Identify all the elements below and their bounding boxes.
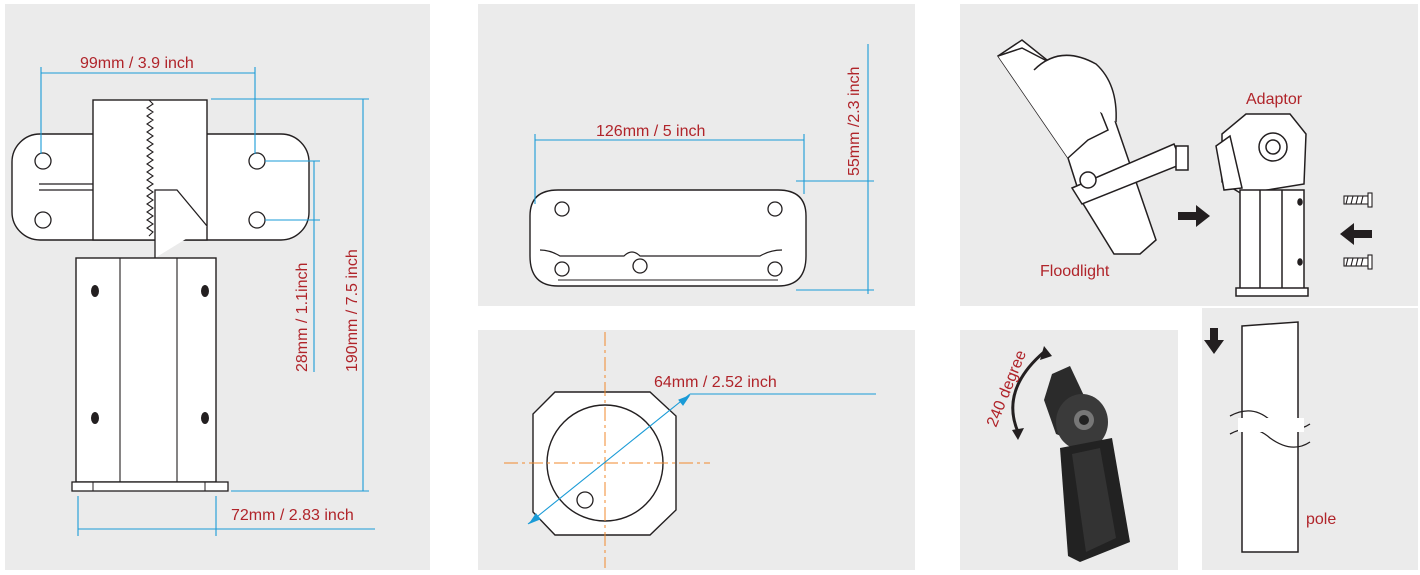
tube-bolt — [201, 412, 209, 424]
plate-hole — [34, 152, 52, 170]
panel-rotation: 240 degree — [960, 330, 1178, 570]
plate-hole — [767, 201, 783, 217]
arrow-left-icon — [1340, 223, 1372, 245]
plate-lower-flange — [539, 249, 783, 257]
tube-bolt — [91, 285, 99, 297]
plate-outline — [529, 189, 807, 287]
plate-width-label: 126mm / 5 inch — [596, 123, 705, 140]
arrow-right-icon — [1178, 205, 1210, 227]
screw-icon — [1343, 192, 1373, 208]
plate-hole — [34, 211, 52, 229]
installation-drawing: Floodlight Adaptor — [996, 39, 1373, 297]
plate-hole — [554, 201, 570, 217]
adaptor-tube — [75, 257, 217, 483]
center-lines — [504, 332, 710, 568]
panel-installation: Floodlight Adaptor — [960, 4, 1418, 306]
diameter-line — [527, 393, 876, 525]
panel-tube-diameter: 64mm / 2.52 inch — [478, 330, 915, 570]
tube-base-ring — [71, 481, 229, 492]
arrow-down-icon — [1204, 328, 1224, 354]
tube-small-hole — [576, 491, 594, 509]
rotation-label: 240 degree — [984, 348, 1030, 430]
plate-hole — [248, 152, 266, 170]
clamp-gap — [154, 189, 208, 258]
panel-pole: pole — [1202, 308, 1418, 570]
plate-hole — [632, 258, 648, 274]
width-label: 99mm / 3.9 inch — [80, 55, 194, 72]
clamp-teeth — [146, 99, 154, 237]
plate-dimension-drawing: 126mm / 5 inch 55mm /2.3 inch — [529, 44, 874, 294]
adaptor-dimension-drawing: 99mm / 3.9 inch 28mm / 1.1inch 190mm / 7… — [11, 55, 375, 536]
dimension-lines — [534, 44, 874, 294]
height-label: 190mm / 7.5 inch — [344, 249, 361, 372]
plate-hole — [248, 211, 266, 229]
panel-plate-dimensions: 126mm / 5 inch 55mm /2.3 inch — [478, 4, 915, 306]
hole-spacing-label: 28mm / 1.1inch — [294, 263, 311, 372]
pole-label: pole — [1306, 511, 1336, 528]
plate-hole — [554, 261, 570, 277]
base-width-label: 72mm / 2.83 inch — [231, 507, 354, 524]
adaptor-label: Adaptor — [1246, 91, 1303, 108]
diameter-label: 64mm / 2.52 inch — [654, 374, 777, 391]
pole-outline — [1241, 321, 1299, 553]
floodlight-label: Floodlight — [1040, 263, 1110, 280]
adaptor-photo — [1044, 366, 1130, 562]
dimension-lines — [40, 67, 375, 536]
screw-icon — [1343, 254, 1373, 270]
plate-height-label: 55mm /2.3 inch — [846, 67, 863, 176]
pole-break-gap — [1238, 418, 1304, 432]
rotation-drawing: 240 degree — [984, 346, 1130, 562]
panel-adaptor-dimensions: 99mm / 3.9 inch 28mm / 1.1inch 190mm / 7… — [5, 4, 430, 570]
plate-hole — [767, 261, 783, 277]
tube-bolt — [91, 412, 99, 424]
rotation-arc — [1011, 350, 1045, 433]
tube-bolt — [201, 285, 209, 297]
pole-drawing: pole — [1204, 321, 1336, 553]
tube-diameter-drawing: 64mm / 2.52 inch — [504, 332, 876, 568]
floodlight-illustration — [996, 39, 1189, 255]
adaptor-illustration — [1215, 113, 1309, 297]
rotation-arrowhead — [1040, 346, 1052, 360]
rotation-arrowhead — [1012, 428, 1024, 440]
